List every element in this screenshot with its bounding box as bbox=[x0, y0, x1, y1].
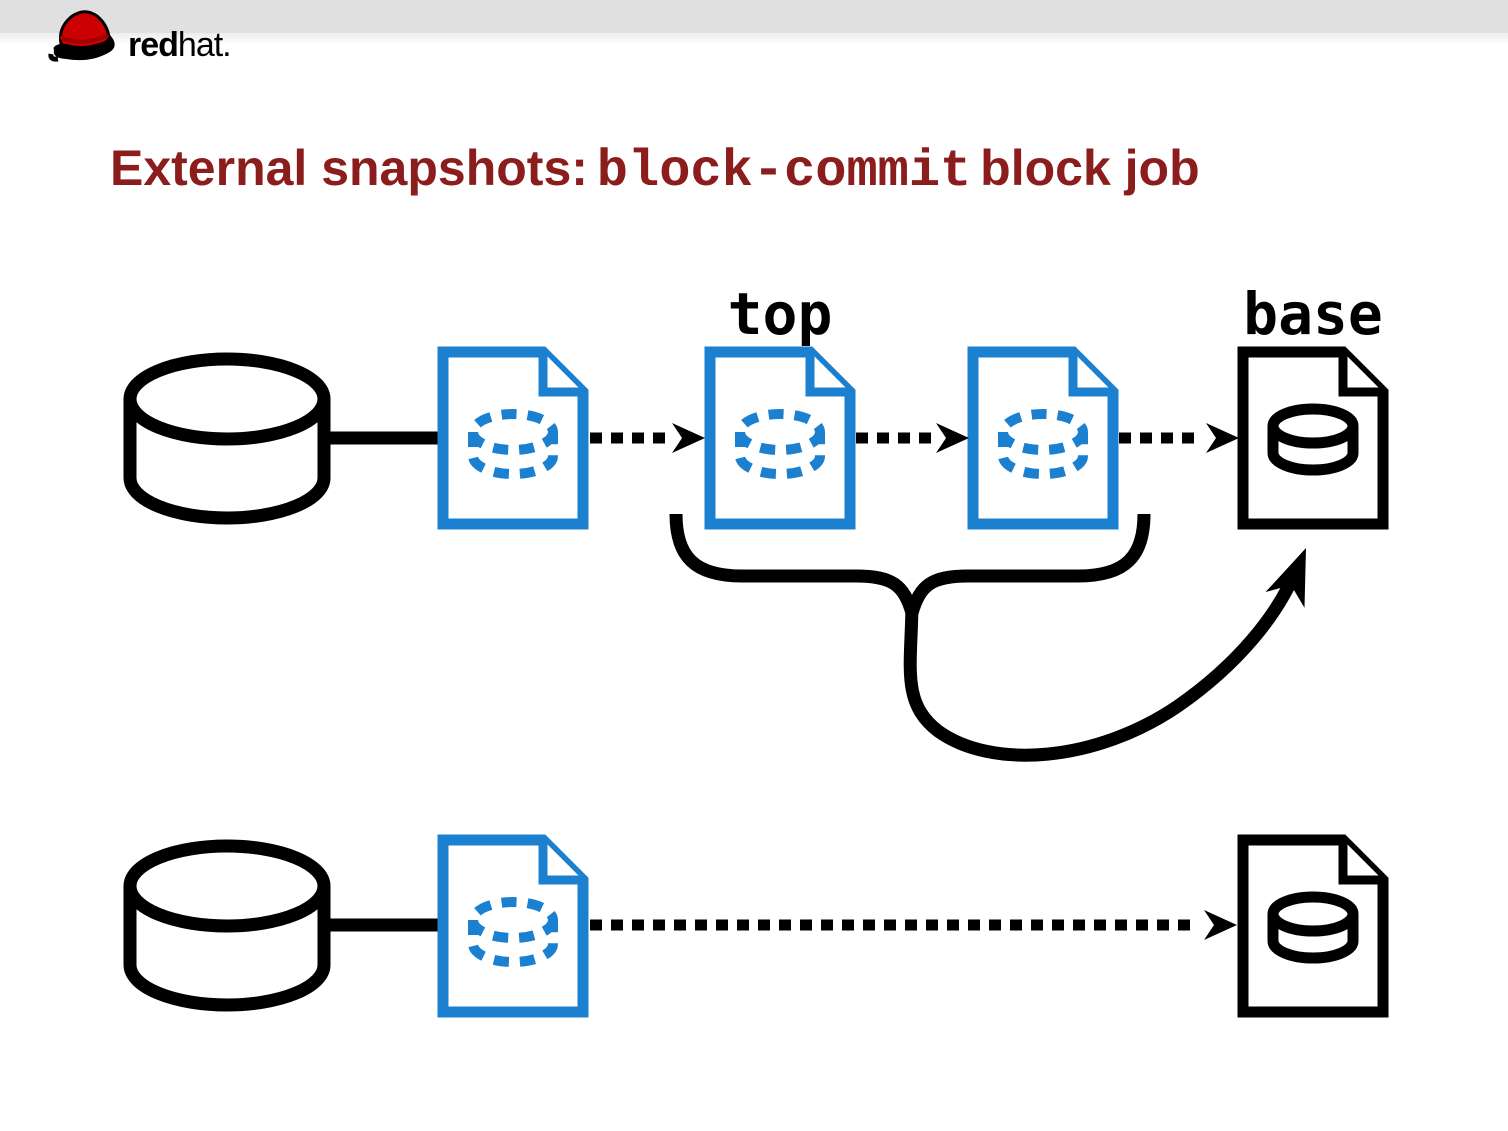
logo-text-light: hat. bbox=[177, 26, 232, 64]
overlay-files-group bbox=[443, 352, 1113, 524]
logo-text-bold: red bbox=[128, 26, 179, 64]
overlay-files-group bbox=[443, 840, 583, 1012]
redhat-wordmark: redhat. bbox=[128, 26, 232, 64]
label-base: base bbox=[1243, 280, 1383, 348]
overlay-file-icon-top bbox=[710, 352, 850, 524]
base-image-file-icon bbox=[1243, 840, 1383, 1012]
dotted-arrow-head bbox=[1206, 423, 1239, 453]
label-top: top bbox=[728, 280, 833, 348]
slide-title: External snapshots: block-commit block j… bbox=[110, 139, 1450, 201]
dotted-arrow-head bbox=[936, 423, 969, 453]
header-band-fade bbox=[0, 33, 1508, 45]
disk-cylinder-icon bbox=[130, 359, 324, 518]
overlay-file-icon bbox=[443, 840, 583, 1012]
disk-cylinder-icon bbox=[130, 846, 324, 1005]
row-after-commit bbox=[130, 840, 1383, 1012]
redhat-fedora-icon bbox=[48, 10, 115, 62]
title-mono-command: block-commit bbox=[596, 142, 972, 202]
commit-arrow-head bbox=[1265, 540, 1326, 608]
overlay-file-icon bbox=[973, 352, 1113, 524]
base-image-file-icon bbox=[1243, 352, 1383, 524]
redhat-logo: redhat. bbox=[48, 4, 232, 68]
title-sans-lead: External snapshots: bbox=[110, 140, 588, 197]
title-sans-tail: block job bbox=[980, 140, 1200, 197]
header-band bbox=[0, 0, 1508, 33]
dotted-arrow-head bbox=[672, 423, 705, 453]
dotted-arrow-head bbox=[1204, 910, 1237, 940]
overlay-file-icon bbox=[443, 352, 583, 524]
row-before-commit: top base bbox=[130, 280, 1383, 762]
commit-curved-arrow bbox=[903, 567, 1303, 762]
